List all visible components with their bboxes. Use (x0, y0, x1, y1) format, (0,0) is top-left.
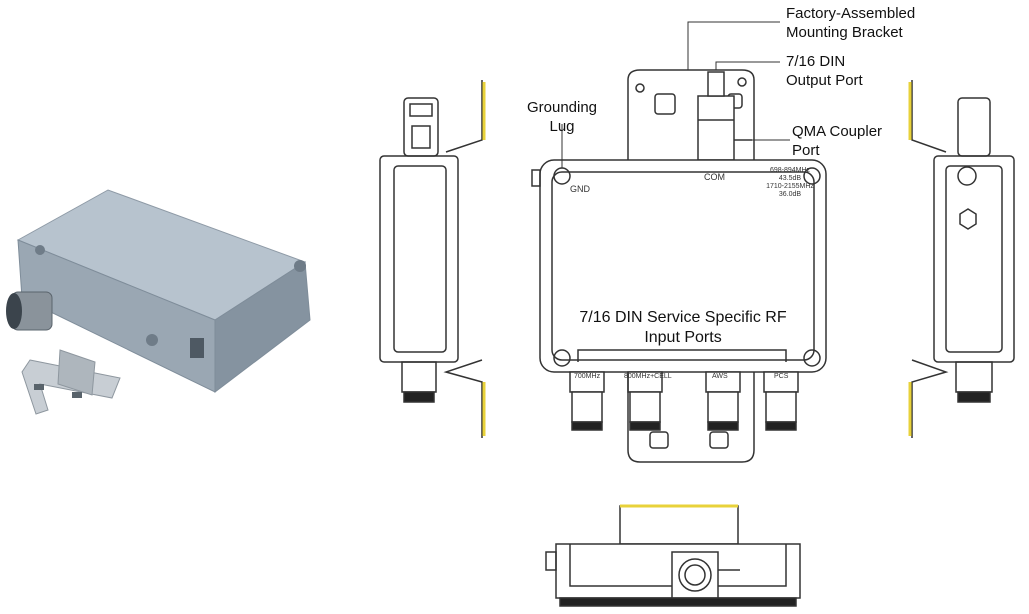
output-callout-line2: Output Port (786, 72, 864, 89)
bottom-view (546, 506, 800, 606)
grounding-callout-line1: Grounding (527, 99, 597, 116)
spec-line-1: 698-894MHz (770, 167, 811, 174)
spec-line-3: 1710-2155MHz (766, 183, 814, 190)
front-view (532, 70, 826, 462)
grounding-callout-line2: Lug (549, 118, 574, 135)
output-callout-line1: 7/16 DIN (786, 53, 845, 70)
port-800-label: 800MHz+CELL (624, 373, 672, 380)
port-pcs-label: PCS (774, 373, 789, 380)
bracket-callout-line2: Mounting Bracket (786, 24, 904, 41)
gnd-label: GND (570, 184, 591, 194)
right-side-view (910, 80, 1014, 438)
product-photo (6, 190, 310, 414)
com-label: COM (704, 172, 725, 182)
port-700-label: 700MHz (574, 373, 601, 380)
bracket-callout-line1: Factory-Assembled (786, 5, 915, 22)
spec-line-4: 36.0dB (779, 191, 802, 198)
left-side-view (380, 80, 484, 438)
port-aws-label: AWS (712, 373, 728, 380)
qma-callout-line1: QMA Coupler (792, 123, 882, 140)
input-callout-line2: Input Ports (644, 329, 721, 346)
qma-callout-line2: Port (792, 142, 820, 159)
spec-line-2: 43.5dB (779, 175, 802, 182)
input-callout-line1: 7/16 DIN Service Specific RF (579, 309, 786, 326)
